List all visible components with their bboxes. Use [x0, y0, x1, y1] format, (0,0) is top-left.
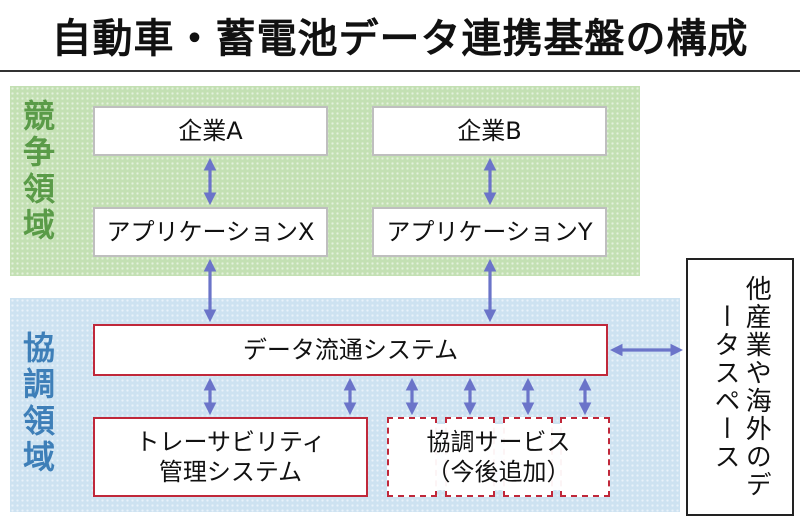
cooperation-label-char: 域 [22, 438, 55, 477]
diagram-title: 自動車・蓄電池データ連携基盤の構成 [51, 16, 749, 62]
company-a-box: 企業A [93, 106, 328, 156]
title-divider [0, 70, 800, 72]
application-x-box: アプリケーションX [93, 207, 328, 257]
competition-label-char: 競 [22, 97, 55, 135]
traceability-line-2: 管理システム [158, 458, 303, 486]
other-industries-label: 他産業や海外のデータスペース [710, 275, 772, 499]
coop-service-line-1: 協調サービス [426, 428, 571, 456]
coop-service-label: 協調サービス （今後追加） [389, 424, 608, 490]
application-y-box: アプリケーションY [372, 207, 607, 257]
competition-label-char: 争 [22, 133, 55, 172]
competition-zone-label: 競 争 領 域 [14, 98, 64, 244]
competition-label-char: 域 [22, 206, 55, 245]
company-b-box: 企業B [372, 106, 607, 156]
cooperation-label-char: 調 [22, 365, 55, 404]
cooperation-label-char: 領 [22, 401, 55, 440]
coop-service-line-2: （今後追加） [426, 458, 571, 486]
cooperation-zone-label: 協 調 領 域 [14, 330, 64, 476]
competition-label-char: 領 [22, 169, 55, 208]
data-distribution-system-box: データ流通システム [93, 324, 608, 376]
other-industries-dataspace-box: 他産業や海外のデータスペース [686, 258, 794, 516]
cooperation-label-char: 協 [22, 329, 55, 367]
traceability-system-box: トレーサビリティ 管理システム [93, 417, 368, 497]
traceability-line-1: トレーサビリティ [135, 428, 326, 456]
